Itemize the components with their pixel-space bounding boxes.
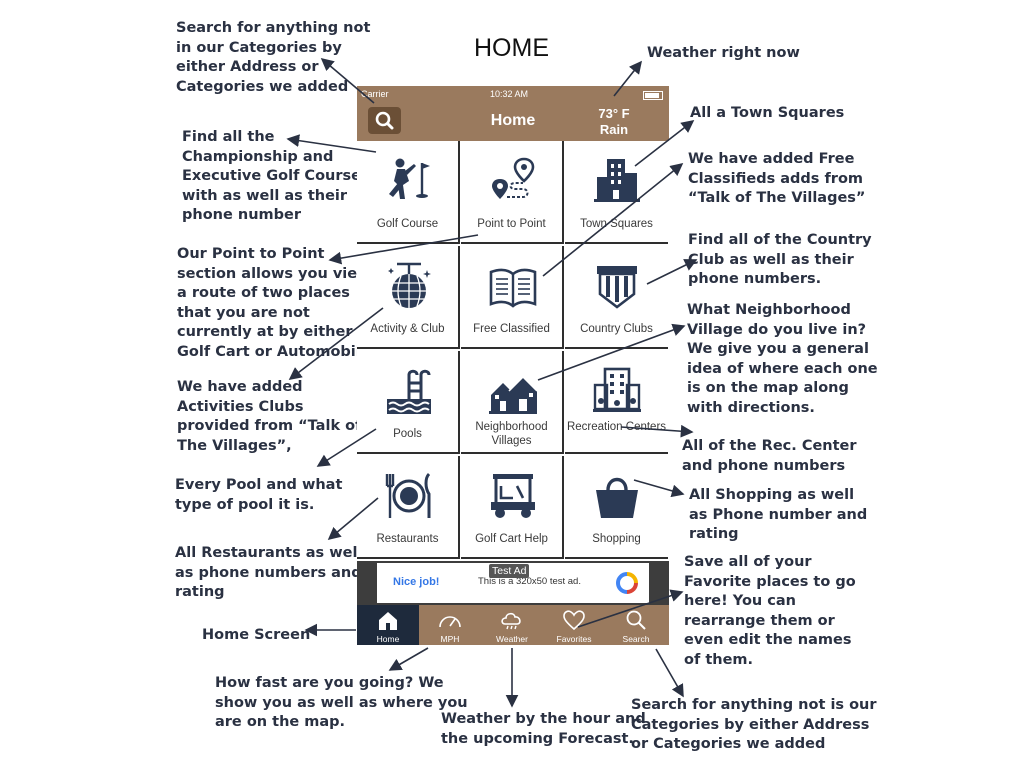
phone-screen: Carrier 10:32 AM Home 73° F Rain [357,86,669,645]
tab-mph[interactable]: MPH [419,605,481,645]
weather-condition: Rain [599,122,629,137]
tile-recreation-centers[interactable]: Recreation Centers [565,351,668,454]
tile-label: Golf Cart Help [475,533,548,545]
category-grid: Golf Course Point to Point Town Squares [357,141,669,561]
arrow-search-bottom [655,648,684,698]
ad-logo-icon [616,572,638,594]
ad-message: This is a 320x50 test ad. [478,576,581,587]
tile-label: Point to Point [477,218,546,230]
tile-label: Restaurants [376,533,439,545]
shopping-bag-icon [596,477,638,518]
arrow-mph [388,647,429,671]
rec-center-icon [593,367,641,412]
tile-restaurants[interactable]: Restaurants [357,456,460,559]
tab-label: Favorites [556,634,592,644]
status-time: 10:32 AM [490,89,529,99]
annotation-town-squares: All a Town Squares [690,105,845,121]
weather-temp: 73° F [598,106,630,121]
tab-label: Weather [496,634,528,644]
tile-activity-club[interactable]: Activity & Club [357,246,460,349]
tile-label: Country Clubs [580,323,653,335]
ad-tag: Test Ad [489,564,530,578]
columned-shield-icon [597,266,637,309]
nav-bar: Home 73° F Rain [357,103,669,141]
tile-label: Shopping [592,533,641,545]
tab-bar: Home MPH Weather Favorites [357,605,669,645]
tile-shopping[interactable]: Shopping [565,456,668,559]
tile-label: Golf Course [376,218,439,230]
disco-ball-icon [388,262,431,308]
tile-golf-cart-help[interactable]: Golf Cart Help [461,456,564,559]
carrier-label: Carrier [361,89,389,99]
nav-title: Home [490,112,536,129]
tile-free-classified[interactable]: Free Classified [461,246,564,349]
tab-favorites[interactable]: Favorites [543,605,605,645]
speedometer-icon [439,616,461,628]
heart-icon [563,610,585,631]
open-book-icon [489,268,537,308]
golf-cart-icon [491,474,535,518]
annotation-home: Home Screen [202,627,311,643]
pool-ladder-icon [387,369,431,414]
weather-now[interactable]: 73° F Rain [589,106,639,138]
tab-home[interactable]: Home [357,605,419,645]
page-title: HOME [474,34,549,62]
plate-utensils-icon [385,472,431,518]
tile-label: Pools [393,428,422,440]
tile-label: Activity & Club [370,323,445,335]
golfer-icon [389,158,430,199]
tile-town-squares[interactable]: Town Squares [565,141,668,244]
tile-pools[interactable]: Pools [357,351,460,454]
battery-icon [643,91,663,100]
tab-search[interactable]: Search [605,605,667,645]
cloud-icon [501,612,521,630]
tab-label: Home [376,634,400,644]
search-icon [626,610,646,630]
tile-label: Recreation Centers [566,421,667,433]
houses-icon [489,375,538,414]
tab-label: MPH [440,634,460,644]
search-button[interactable] [368,107,401,134]
tab-weather[interactable]: Weather [481,605,543,645]
tab-label: Search [622,634,650,644]
building-icon [594,159,640,202]
route-pin-icon [492,157,535,199]
tile-label: Town Squares [580,218,653,230]
test-ad-banner[interactable]: Nice job! This is a 320x50 test ad. Test… [357,561,669,605]
annotation-weather: Weather right now [647,45,800,61]
tile-neighborhood-villages[interactable]: Neighborhood Villages [461,351,564,454]
tile-label: Free Classified [473,323,550,335]
ad-headline: Nice job! [393,576,440,588]
search-icon [375,111,394,130]
tile-point-to-point[interactable]: Point to Point [461,141,564,244]
tile-country-clubs[interactable]: Country Clubs [565,246,668,349]
status-bar: Carrier 10:32 AM [357,86,669,103]
tile-golf-course[interactable]: Golf Course [357,141,460,244]
tile-label: Neighborhood Villages [475,421,548,447]
house-icon [379,612,397,630]
